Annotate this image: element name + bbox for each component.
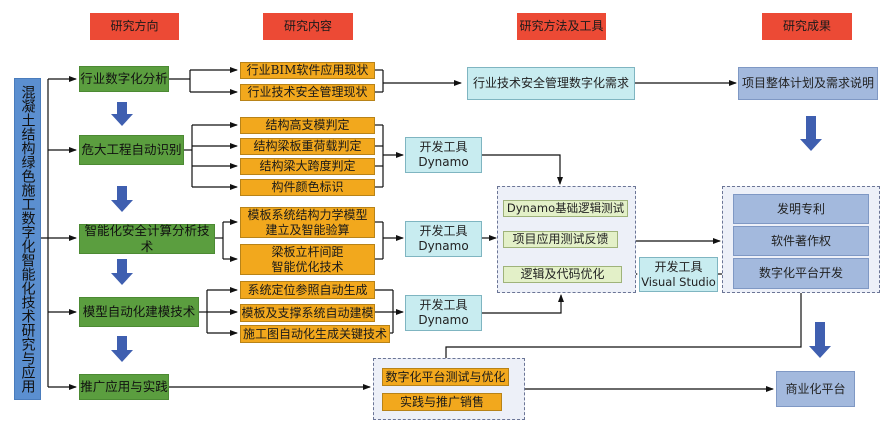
test-step: 逻辑及代码优化 [503,266,622,283]
content-item: 施工图自动化生成关键技术 [240,325,390,343]
content-item: 梁板立杆间距智能优化技术 [240,244,375,275]
header-research-results: 研究成果 [762,13,852,40]
down-arrow-icon [111,259,133,285]
down-arrow-icon [800,116,822,151]
test-step: 项目应用测试反馈 [503,231,618,248]
down-arrow-icon [809,322,831,358]
down-arrow-icon [111,336,133,362]
header-research-direction: 研究方向 [90,13,179,40]
content-item: 数字化平台测试与优化 [382,368,509,386]
header-research-content: 研究内容 [263,13,353,40]
tool-name: Dynamo [418,155,469,169]
tool-name: Visual Studio [641,274,716,289]
dev-tool-visual-studio: 开发工具 Visual Studio [639,257,718,292]
result-item: 数字化平台开发 [733,258,869,289]
side-title: 混凝土结构绿色施工数字化智能化技术研究与应用 [14,78,41,400]
content-item: 结构梁大跨度判定 [240,158,375,175]
header-research-methods: 研究方法及工具 [517,13,606,40]
content-item: 系统定位参照自动生成 [240,281,375,299]
dev-tool-dynamo-1: 开发工具 Dynamo [405,137,482,173]
tool-label: 开发工具 [419,298,468,312]
test-step-label: Dynamo基础逻辑测试 [506,201,625,216]
result-item: 软件著作权 [733,226,869,256]
commercial-platform-box: 商业化平台 [776,371,855,407]
industry-demand-box: 行业技术安全管理数字化需求 [467,67,635,100]
tool-label: 开发工具 [654,259,703,274]
direction-safety-calculation: 智能化安全计算分析技术 [79,223,215,254]
tool-label: 开发工具 [419,140,468,154]
dev-tool-dynamo-3: 开发工具 Dynamo [405,295,482,331]
flow-arrows [111,102,831,362]
content-item: 模板系统结构力学模型建立及智能验算 [240,207,375,238]
down-arrow-icon [111,102,133,126]
direction-auto-modeling: 模型自动化建模技术 [79,297,199,327]
direction-promotion: 推广应用与实践 [79,374,169,400]
content-item: 构件颜色标识 [240,179,375,196]
content-item: 行业技术安全管理现状 [240,84,375,101]
content-item: 结构梁板重荷载判定 [240,138,375,155]
direction-industry-analysis: 行业数字化分析 [79,66,169,92]
tool-name: Dynamo [418,313,469,327]
project-plan-box: 项目整体计划及需求说明 [738,67,878,100]
result-item: 发明专利 [733,194,869,224]
content-item: 行业BIM软件应用现状 [240,62,375,79]
down-arrow-icon [111,186,133,212]
tool-name: Dynamo [418,239,469,253]
tool-label: 开发工具 [419,224,468,238]
content-item: 模板及支撑系统自动建模 [240,304,375,322]
dev-tool-dynamo-2: 开发工具 Dynamo [405,221,482,257]
content-item: 结构高支模判定 [240,117,375,134]
test-step: Dynamo基础逻辑测试 [503,200,628,217]
direction-hazard-identification: 危大工程自动识别 [79,135,184,165]
content-item: 实践与推广销售 [382,393,502,411]
